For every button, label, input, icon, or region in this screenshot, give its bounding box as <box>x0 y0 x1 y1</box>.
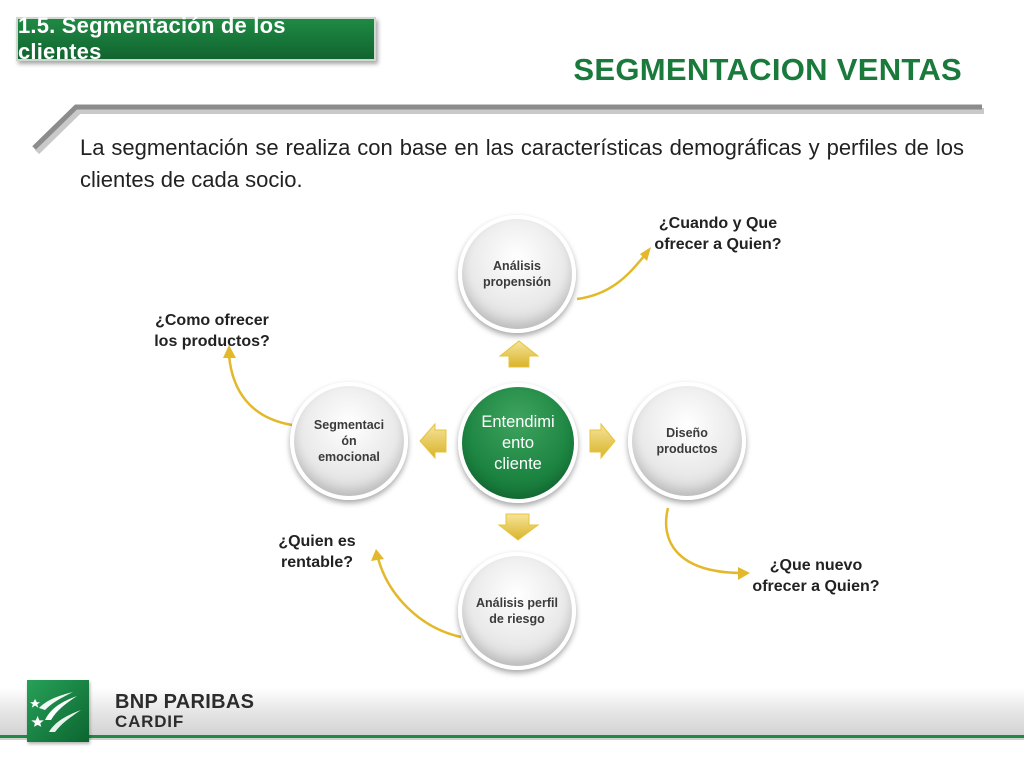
arrowhead-left-top <box>223 345 236 358</box>
connector-right-bottom <box>664 507 741 575</box>
section-label: 1.5. Segmentación de los clientes <box>18 13 286 64</box>
footer-band <box>0 688 1024 740</box>
connector-top-right <box>576 254 646 301</box>
arrow-right-icon <box>589 422 616 460</box>
footer-line <box>0 735 1024 738</box>
connector-left-top <box>227 354 293 427</box>
arrow-left-icon <box>419 422 447 460</box>
question-what-new-offer: ¿Que nuevo ofrecer a Quien? <box>752 557 880 595</box>
question-who-profitable: ¿Quien es rentable? <box>278 533 356 571</box>
slide-title: SEGMENTACION VENTAS <box>573 52 962 87</box>
intro-paragraph: La segmentación se realiza con base en l… <box>80 135 964 192</box>
arrowhead-top-right <box>640 247 651 261</box>
connector-bottom-left <box>376 557 462 639</box>
arrowhead-bottom-left <box>371 549 384 561</box>
brand-subname: CARDIF <box>115 712 185 731</box>
question-when-what-offer: ¿Cuando y Que ofrecer a Quien? <box>654 215 782 253</box>
bnp-paribas-stars-logo-icon <box>27 680 89 742</box>
brand-name: BNP PARIBAS <box>115 691 255 713</box>
arrow-up-icon <box>498 340 540 368</box>
section-badge: 1.5. Segmentación de los clientes <box>16 13 376 64</box>
arrowhead-right-bottom <box>738 567 750 580</box>
arrow-down-icon <box>497 513 540 541</box>
header-divider <box>32 104 984 155</box>
question-how-offer-products: ¿Como ofrecer los productos? <box>154 312 270 350</box>
